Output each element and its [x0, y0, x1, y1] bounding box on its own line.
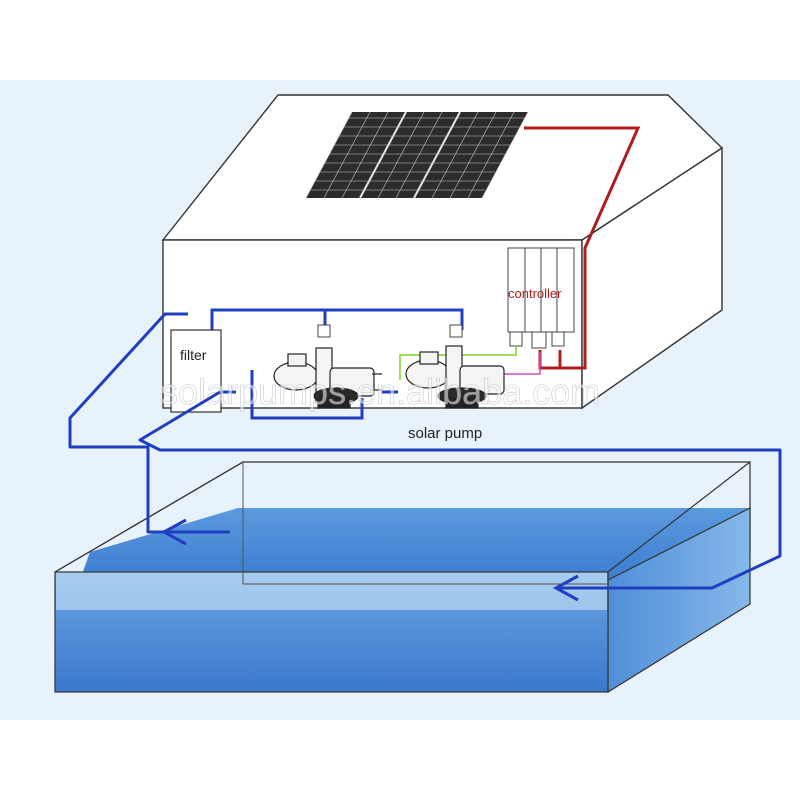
- power-cable: [524, 126, 641, 370]
- water-surface: [80, 508, 750, 580]
- watermark-text: solarpumps.en.alibaba.com: [160, 371, 600, 412]
- solar-panel: [305, 111, 529, 199]
- solar-pump-1: [273, 347, 382, 409]
- supply-pipe: [138, 390, 782, 590]
- controller-box: [507, 247, 575, 349]
- solar-pump-label: solar pump: [408, 425, 482, 442]
- arrow-left-inlet: [160, 518, 187, 546]
- pipes-external: [68, 312, 782, 590]
- house-pipes: [210, 308, 464, 420]
- filter-unit: [170, 329, 222, 413]
- pool: [54, 461, 751, 694]
- filter-label: filter: [180, 347, 207, 363]
- solar-pump-2: [405, 345, 505, 409]
- arrow-right-inlet: [552, 574, 579, 602]
- magenta-wire: [492, 352, 541, 375]
- return-pipe: [68, 312, 230, 534]
- house-side-wall: [581, 146, 723, 410]
- controller-label: controller: [508, 286, 562, 301]
